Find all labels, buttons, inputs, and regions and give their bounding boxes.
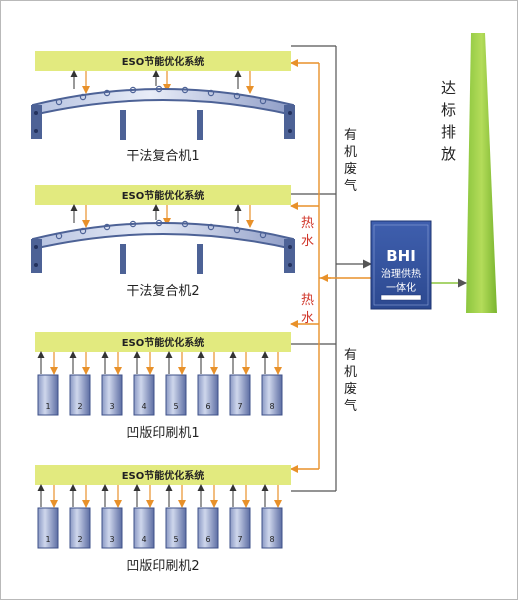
- hot-water-label-2a: 热: [301, 293, 314, 308]
- bhi-line-2: 一体化: [386, 281, 416, 294]
- press-1-unit-8: 8: [269, 402, 274, 411]
- press-1-unit-3: 3: [109, 402, 114, 411]
- exhaust-label-bottom-3: 废: [344, 381, 357, 397]
- bhi-line-1: 治理供热: [381, 267, 421, 280]
- laminator-1-label: 干法复合机1: [126, 149, 199, 164]
- press-2-unit-8: 8: [269, 535, 274, 544]
- press-1-unit-2: 2: [77, 402, 82, 411]
- exhaust-label-top-2: 机: [344, 145, 357, 160]
- eso-bar-2: ESO节能优化系统: [35, 185, 291, 205]
- press-1-unit-1: 1: [45, 402, 50, 411]
- press-2-unit-2: 2: [77, 535, 82, 544]
- eso-bar-1: ESO节能优化系统: [35, 51, 291, 71]
- laminator-2: [31, 204, 295, 274]
- eso-bar-4-label: ESO节能优化系统: [122, 469, 205, 482]
- press-2-unit-1: 1: [45, 535, 50, 544]
- hot-water-label-1a: 热: [301, 216, 314, 231]
- press-2: 1 2 3 4 5 6 7 8: [37, 484, 283, 549]
- press-2-unit-3: 3: [109, 535, 114, 544]
- laminator-2-label: 干法复合机2: [126, 284, 199, 299]
- exhaust-label-top-3: 废: [344, 161, 357, 177]
- press-1-unit-5: 5: [173, 402, 178, 411]
- eso-bar-1-label: ESO节能优化系统: [122, 55, 205, 68]
- exhaust-label-bottom-2: 机: [344, 365, 357, 380]
- laminator-1: [31, 70, 295, 140]
- discharge-char-3: 排: [441, 123, 456, 141]
- eso-bar-4: ESO节能优化系统: [35, 465, 291, 485]
- press-1-label: 凹版印刷机1: [126, 426, 199, 441]
- press-1: 1 2 3 4 5 6 7 8: [37, 351, 283, 416]
- press-2-unit-6: 6: [205, 535, 210, 544]
- exhaust-label-bottom-1: 有: [344, 348, 357, 363]
- chimney: [466, 33, 497, 313]
- eso-bar-3: ESO节能优化系统: [35, 332, 291, 352]
- eso-bar-3-label: ESO节能优化系统: [122, 336, 205, 349]
- press-2-unit-5: 5: [173, 535, 178, 544]
- press-2-label: 凹版印刷机2: [126, 559, 199, 574]
- exhaust-label-bottom-4: 气: [344, 398, 357, 414]
- press-1-unit-6: 6: [205, 402, 210, 411]
- exhaust-label-top-4: 气: [344, 178, 357, 194]
- exhaust-label-top-1: 有: [344, 128, 357, 143]
- hot-water-label-1b: 水: [301, 234, 314, 249]
- bhi-unit: BHI 治理供热 一体化: [370, 220, 432, 310]
- discharge-char-4: 放: [441, 145, 456, 163]
- press-1-unit-7: 7: [237, 402, 242, 411]
- hot-water-label-2b: 水: [301, 311, 314, 326]
- discharge-char-2: 标: [441, 101, 456, 119]
- eso-bar-2-label: ESO节能优化系统: [122, 189, 205, 202]
- press-2-unit-4: 4: [141, 535, 146, 544]
- press-2-unit-7: 7: [237, 535, 242, 544]
- discharge-char-1: 达: [441, 79, 456, 97]
- press-1-unit-4: 4: [141, 402, 146, 411]
- bhi-title: BHI: [386, 247, 416, 265]
